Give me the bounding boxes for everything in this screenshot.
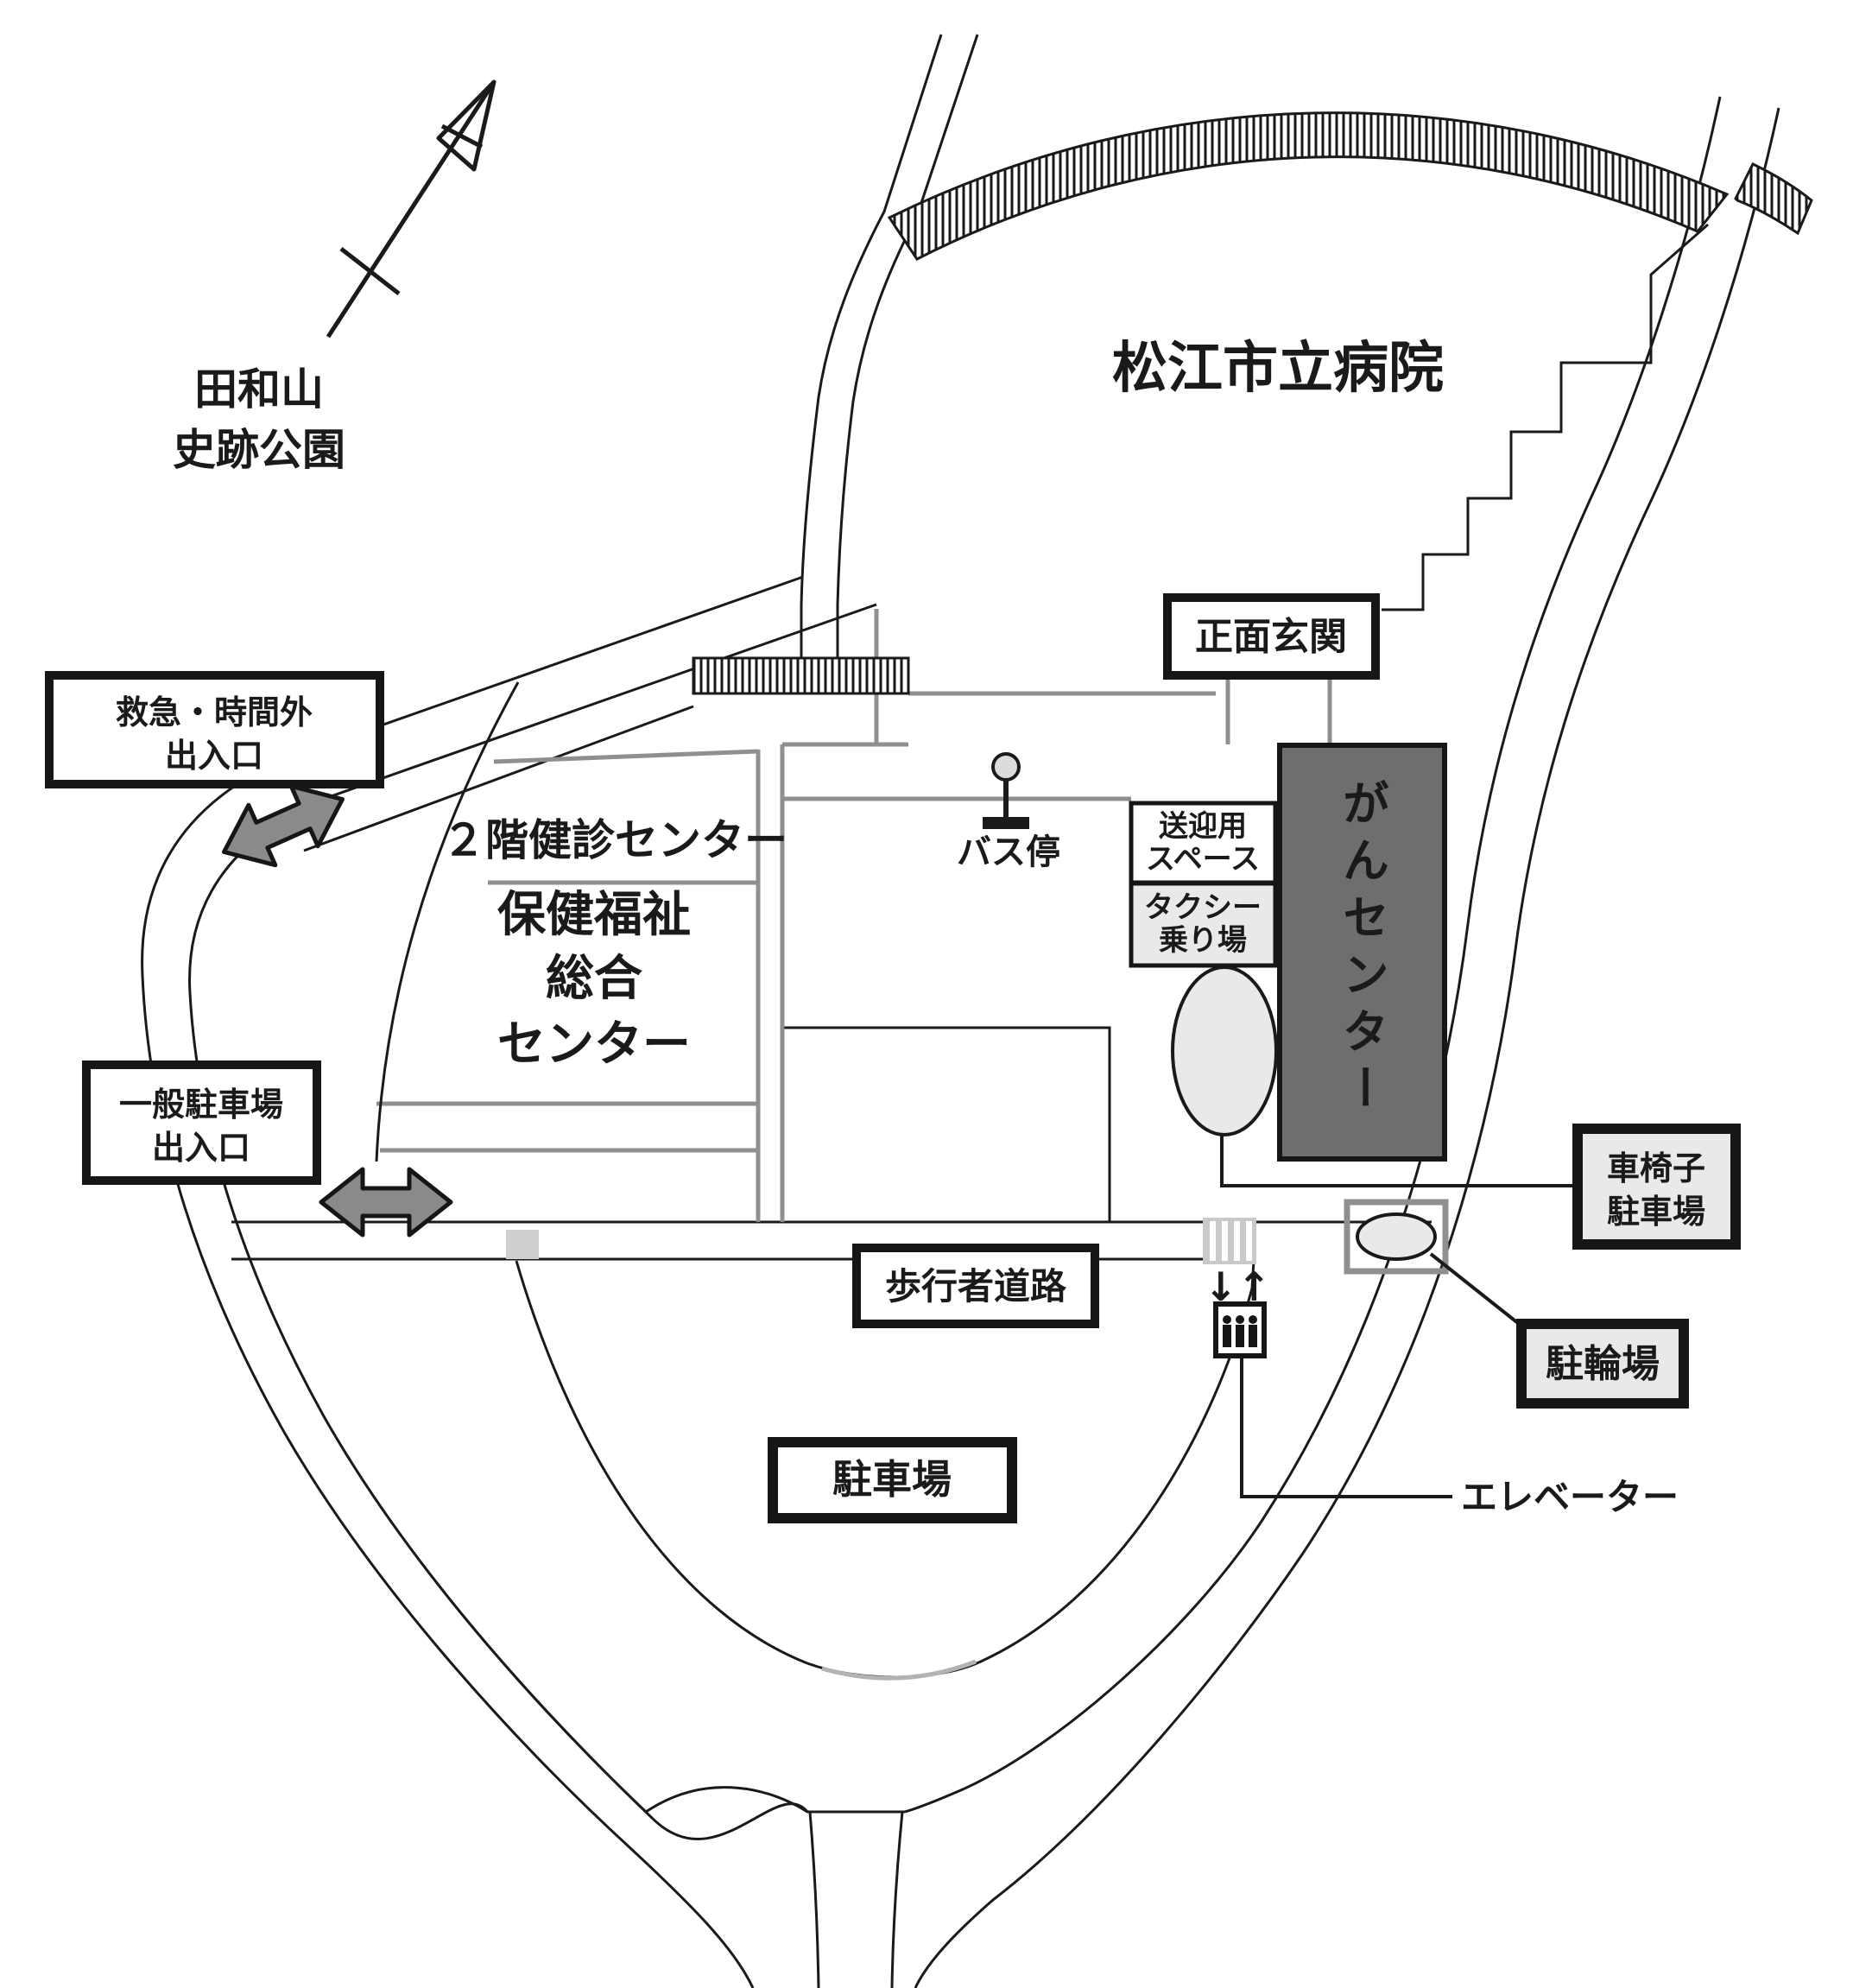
rotary: [1171, 966, 1578, 1187]
wheelchair-parking-line2: 駐車場: [1607, 1193, 1705, 1231]
emergency-entrance-line2: 出入口: [165, 737, 263, 775]
pickup-space-box: 送迎用 スペース: [1129, 801, 1278, 885]
emergency-entrance-arrow-icon: [221, 783, 345, 868]
elevator-group: ↓↑ エレベーター: [1204, 1263, 1679, 1518]
emergency-entrance-line1: 救急・時間外: [116, 693, 313, 731]
cancer-center-block: がんセンター: [1277, 743, 1447, 1162]
wheelchair-parking-box: 車椅子 駐車場: [1572, 1124, 1741, 1250]
main-entrance-box: 正面玄関: [1163, 593, 1380, 680]
bus-stop-icon: [991, 752, 1021, 782]
park-label: 田和山 史跡公園: [173, 364, 345, 475]
bicycle-parking-leader-line: [1429, 1252, 1528, 1332]
park-label-line1: 田和山: [194, 364, 324, 415]
park-label-line2: 史跡公園: [173, 425, 345, 475]
general-parking-line2: 出入口: [152, 1129, 250, 1167]
road-network: [141, 34, 1780, 1988]
pedestrian-road-box: 歩行者道路: [852, 1244, 1099, 1328]
north-arrow-icon: [326, 79, 496, 339]
taxi-stand-box: タクシー 乗り場: [1129, 881, 1278, 968]
taxi-stand-line2: 乗り場: [1159, 923, 1247, 958]
road-gate-mark: [506, 1230, 539, 1259]
taxi-stand-line1: タクシー: [1144, 890, 1262, 925]
checkup-center-label: ２階健診センター: [442, 815, 787, 865]
welfare-label-line3: センター: [497, 1016, 691, 1073]
parking-lot-label: 駐車場: [832, 1456, 952, 1503]
general-parking-line1: 一般駐車場: [119, 1086, 283, 1124]
wheelchair-parking-leader-line: [1220, 1134, 1578, 1187]
crosswalk-icon: [1203, 1218, 1256, 1264]
hospital-curved-wing: [887, 111, 1813, 261]
bicycle-parking-label: 駐輪場: [1546, 1342, 1660, 1386]
pedestrian-road-label: 歩行者道路: [885, 1265, 1067, 1307]
health-welfare-center-label: 保健福祉 総合 センター: [497, 887, 691, 1073]
cancer-center-label: がんセンター: [1335, 779, 1389, 1121]
pickup-space-line1: 送迎用: [1159, 809, 1247, 844]
rotary-ellipse: [1171, 966, 1278, 1136]
bus-stop-label: バス停: [957, 833, 1060, 872]
elevator-leader-line: [1240, 1358, 1452, 1498]
elevator-icon: [1213, 1301, 1267, 1358]
covered-walkway-strip: [692, 656, 910, 695]
bicycle-parking-ellipse: [1356, 1212, 1437, 1261]
welfare-label-line2: 総合: [546, 951, 642, 1007]
emergency-entrance: 救急・時間外 出入口: [45, 671, 384, 868]
main-entrance-label: 正面玄関: [1195, 615, 1347, 659]
parking-lot-box: 駐車場: [768, 1437, 1017, 1523]
general-parking-entrance: 一般駐車場 出入口: [82, 1060, 453, 1238]
elevator-label: エレベーター: [1461, 1476, 1679, 1518]
bicycle-parking-area: [1344, 1199, 1449, 1275]
general-parking-arrow-icon: [319, 1167, 453, 1238]
hospital-name-label: 松江市立病院: [1112, 337, 1444, 401]
bus-stop: バス停: [957, 752, 1060, 872]
welfare-label-line1: 保健福祉: [497, 887, 691, 943]
bicycle-parking-box: 駐輪場: [1516, 1319, 1689, 1409]
bicycle-parking-spot: [1344, 1199, 1528, 1332]
wheelchair-parking-line1: 車椅子: [1607, 1149, 1705, 1187]
pickup-space-line2: スペース: [1146, 842, 1260, 877]
